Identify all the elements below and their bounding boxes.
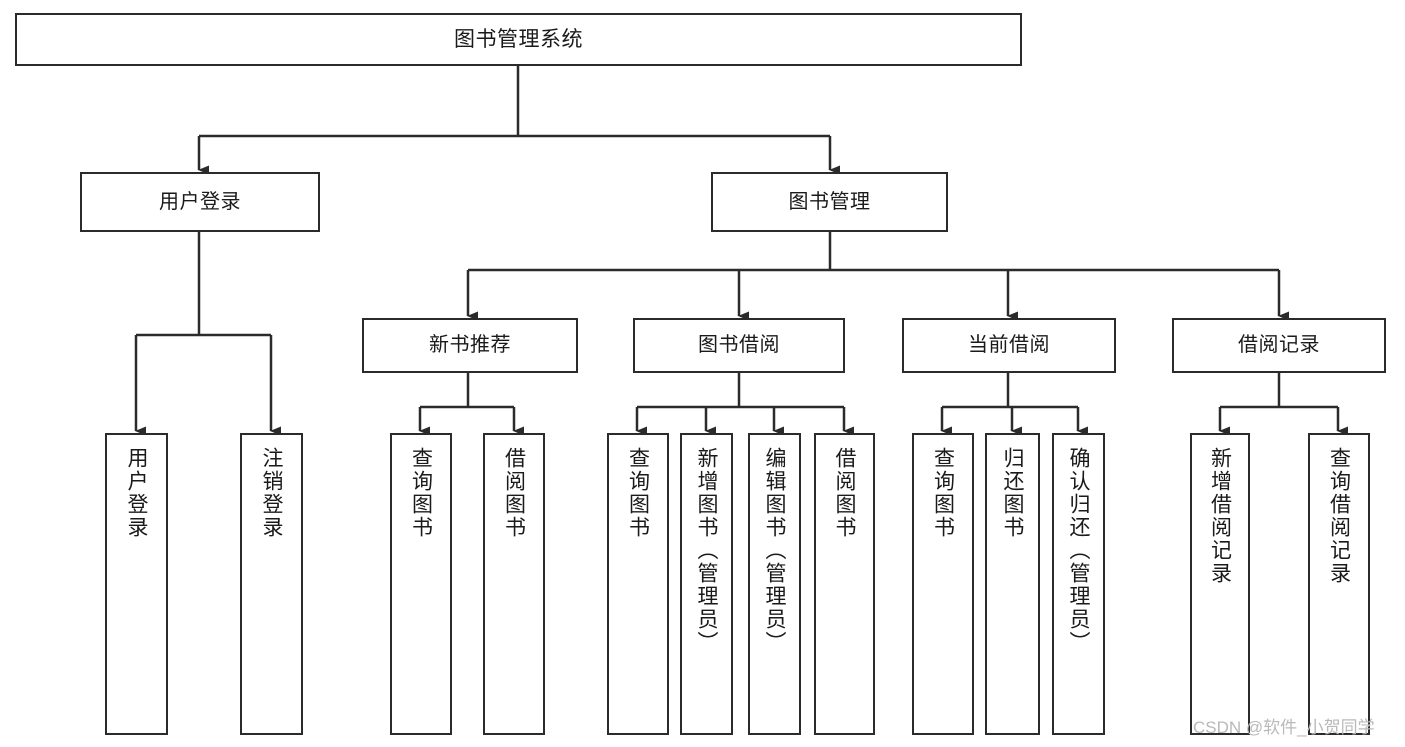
leaf-node-label: 注销登录 [260,447,283,539]
level3-node-label: 图书借阅 [698,334,780,357]
leaf-node-10[interactable]: 确认归还（管理员） [1052,433,1105,735]
leaf-node-9[interactable]: 归还图书 [985,433,1040,735]
leaf-node-8[interactable]: 查询图书 [912,433,974,735]
level3-node-0[interactable]: 新书推荐 [362,318,578,373]
level3-node-3[interactable]: 借阅记录 [1172,318,1386,373]
leaf-node-3[interactable]: 借阅图书 [483,433,545,735]
level2-node-label: 图书管理 [788,190,871,213]
leaf-node-label: 借阅图书 [833,447,856,539]
leaf-node-2[interactable]: 查询图书 [390,433,452,735]
level3-node-label: 当前借阅 [968,334,1050,357]
level3-node-label: 新书推荐 [429,334,511,357]
leaf-node-4[interactable]: 查询图书 [607,433,669,735]
connector-lines [134,66,1348,436]
level2-node-label: 用户登录 [159,190,241,213]
leaf-node-7[interactable]: 借阅图书 [814,433,875,735]
leaf-node-label: 借阅图书 [502,447,526,539]
leaf-node-label: 查询图书 [409,447,433,539]
leaf-node-11[interactable]: 新增借阅记录 [1190,433,1250,735]
leaf-node-5[interactable]: 新增图书（管理员） [680,433,733,735]
level3-node-1[interactable]: 图书借阅 [633,318,845,373]
leaf-node-label: 新增借阅记录 [1208,447,1232,585]
root-node[interactable]: 图书管理系统 [15,13,1022,66]
leaf-node-0[interactable]: 用户登录 [105,433,168,735]
level3-node-label: 借阅记录 [1238,334,1320,357]
leaf-node-label: 编辑图书（管理员） [763,447,786,654]
leaf-node-label: 查询借阅记录 [1327,447,1351,585]
leaf-node-1[interactable]: 注销登录 [240,433,303,735]
leaf-node-label: 新增图书（管理员） [695,447,718,654]
leaf-node-label: 用户登录 [125,447,148,539]
leaf-node-label: 确认归还（管理员） [1067,447,1090,654]
leaf-node-label: 归还图书 [1001,447,1024,539]
leaf-node-12[interactable]: 查询借阅记录 [1308,433,1370,735]
leaf-node-label: 查询图书 [626,447,650,539]
root-node-label: 图书管理系统 [454,27,583,51]
level2-node-1[interactable]: 图书管理 [711,172,948,232]
level2-node-0[interactable]: 用户登录 [80,172,320,232]
level3-node-2[interactable]: 当前借阅 [902,318,1116,373]
leaf-node-6[interactable]: 编辑图书（管理员） [748,433,801,735]
leaf-node-label: 查询图书 [931,447,955,539]
